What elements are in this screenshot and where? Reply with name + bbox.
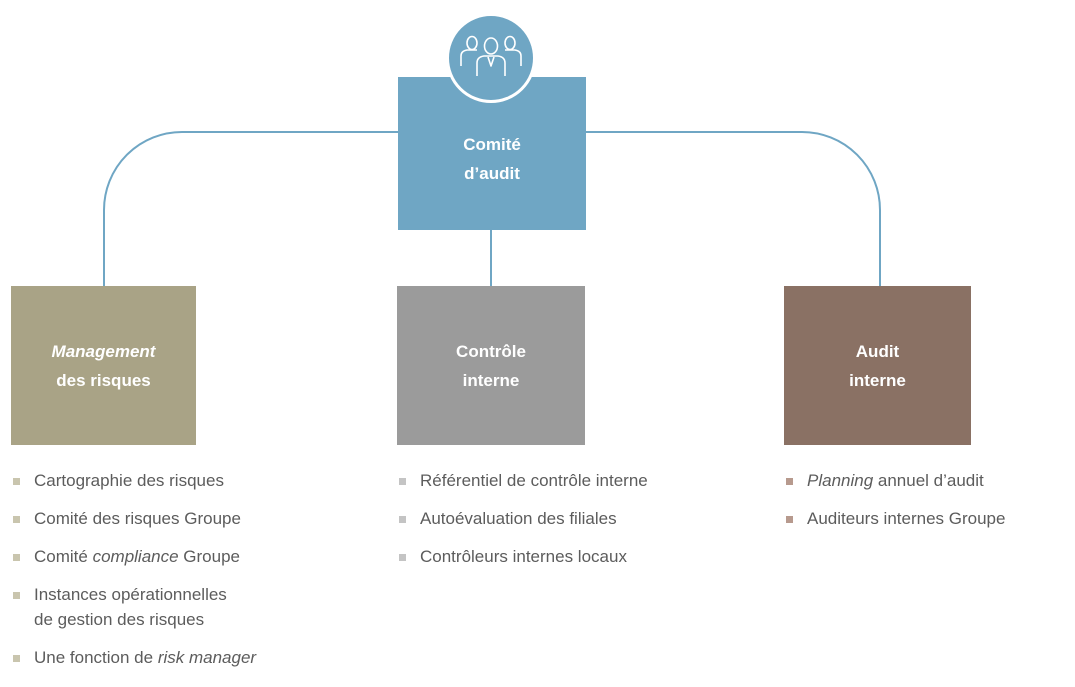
audit-interne-box: Audit interne bbox=[784, 286, 971, 445]
list-item: Comité compliance Groupe bbox=[11, 544, 331, 569]
comite-audit-line1: Comité bbox=[463, 134, 521, 154]
bullet-icon bbox=[13, 516, 20, 523]
audit-list: Planning annuel d’audit Auditeurs intern… bbox=[784, 468, 1074, 544]
bullet-icon bbox=[786, 478, 793, 485]
list-item: Cartographie des risques bbox=[11, 468, 331, 493]
list-item: Autoévaluation des filiales bbox=[397, 506, 737, 531]
management-list: Cartographie des risques Comité des risq… bbox=[11, 468, 331, 683]
management-line1: Management bbox=[51, 341, 156, 361]
bullet-icon bbox=[399, 554, 406, 561]
bullet-icon bbox=[13, 554, 20, 561]
controle-line2: interne bbox=[462, 370, 520, 390]
bullet-icon bbox=[399, 516, 406, 523]
list-item: Contrôleurs internes locaux bbox=[397, 544, 737, 569]
audit-line1: Audit bbox=[855, 341, 900, 361]
list-item: Comité des risques Groupe bbox=[11, 506, 331, 531]
list-item: Planning annuel d’audit bbox=[784, 468, 1074, 493]
connector-left bbox=[103, 131, 398, 286]
bullet-icon bbox=[13, 592, 20, 599]
management-risques-box: Management des risques bbox=[11, 286, 196, 445]
list-item: Une fonction de risk manager bbox=[11, 645, 331, 670]
audit-line2: interne bbox=[849, 370, 906, 390]
bullet-icon bbox=[13, 478, 20, 485]
management-line2: des risques bbox=[56, 370, 151, 390]
people-group-icon bbox=[446, 13, 536, 103]
list-item: Référentiel de contrôle interne bbox=[397, 468, 737, 493]
bullet-icon bbox=[399, 478, 406, 485]
connector-right bbox=[586, 131, 881, 286]
bullet-icon bbox=[786, 516, 793, 523]
controle-line1: Contrôle bbox=[456, 341, 526, 361]
list-item: Instances opérationnelles de gestion des… bbox=[11, 582, 331, 632]
bullet-icon bbox=[13, 655, 20, 662]
list-item: Auditeurs internes Groupe bbox=[784, 506, 1074, 531]
controle-interne-box: Contrôle interne bbox=[397, 286, 585, 445]
comite-audit-line2: d’audit bbox=[464, 163, 520, 183]
controle-list: Référentiel de contrôle interne Autoéval… bbox=[397, 468, 737, 582]
